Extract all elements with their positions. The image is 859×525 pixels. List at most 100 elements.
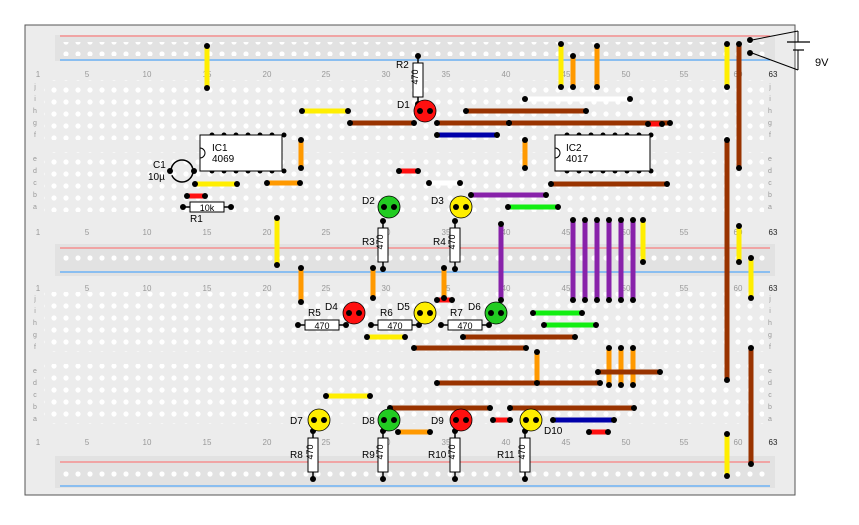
row-letter: e: [768, 156, 772, 163]
wire-endpoint: [347, 120, 353, 126]
wire-endpoint: [534, 349, 540, 355]
resistor-value: 470: [314, 321, 329, 331]
wire-endpoint: [530, 310, 536, 316]
wire-endpoint: [498, 221, 504, 227]
row-letter: h: [768, 320, 772, 327]
column-number: 25: [322, 438, 331, 447]
wire-endpoint: [630, 217, 636, 223]
wire-endpoint: [204, 43, 210, 49]
resistor-value: 470: [387, 321, 402, 331]
wire-endpoint: [631, 405, 637, 411]
column-number: 5: [85, 438, 90, 447]
resistor-label: R9: [362, 450, 375, 461]
wire-endpoint: [748, 295, 754, 301]
wire-endpoint: [606, 345, 612, 351]
wire-endpoint: [748, 345, 754, 351]
wire-endpoint: [402, 334, 408, 340]
wire-endpoint: [522, 137, 528, 143]
led-label: D2: [362, 196, 375, 207]
wire-endpoint: [606, 217, 612, 223]
wire-endpoint: [594, 43, 600, 49]
wire-endpoint: [299, 108, 305, 114]
column-number: 25: [322, 284, 331, 293]
wire-endpoint: [570, 84, 576, 90]
resistor-value: 10k: [200, 203, 215, 213]
row-letter: f: [769, 132, 771, 139]
column-number: 55: [680, 284, 689, 293]
wire-endpoint: [297, 180, 303, 186]
row-letter: c: [33, 392, 37, 399]
row-letter: i: [769, 96, 771, 103]
wire-endpoint: [630, 382, 636, 388]
column-number: 63: [769, 438, 778, 447]
column-number: 20: [263, 228, 272, 237]
resistor-label: R10: [428, 450, 447, 461]
wire-endpoint: [618, 217, 624, 223]
row-letter: f: [34, 132, 36, 139]
wire-endpoint: [184, 193, 190, 199]
led-label: D8: [362, 416, 375, 427]
wire-endpoint: [234, 181, 240, 187]
wire-endpoint: [550, 417, 556, 423]
column-number: 35: [442, 70, 451, 79]
wire-endpoint: [298, 137, 304, 143]
column-number: 50: [622, 284, 631, 293]
c1-ref: C1: [153, 160, 166, 171]
wire-endpoint: [202, 193, 208, 199]
wire-endpoint: [558, 41, 564, 47]
wire-endpoint: [664, 181, 670, 187]
wire-endpoint: [736, 223, 742, 229]
resistor-value: 470: [457, 321, 472, 331]
ic-pin: [281, 168, 287, 174]
wire-endpoint: [298, 299, 304, 305]
wire-endpoint: [659, 121, 665, 127]
column-number: 20: [263, 284, 272, 293]
wire-endpoint: [441, 265, 447, 271]
wire-endpoint: [736, 41, 742, 47]
column-number: 45: [562, 70, 571, 79]
column-number: 63: [769, 228, 778, 237]
column-number: 40: [502, 284, 511, 293]
column-number: 1: [36, 70, 41, 79]
wire-endpoint: [463, 108, 469, 114]
wire-endpoint: [434, 132, 440, 138]
ic2-type: 4017: [566, 154, 589, 165]
wire-endpoint: [494, 132, 500, 138]
wire-endpoint: [597, 380, 603, 386]
wire-endpoint: [345, 108, 351, 114]
row-letter: i: [34, 308, 36, 315]
row-letter: b: [768, 404, 772, 411]
column-number: 15: [203, 284, 212, 293]
wire-endpoint: [583, 108, 589, 114]
wire-endpoint: [558, 84, 564, 90]
wire-endpoint: [274, 262, 280, 268]
capacitor-c1: C1 10µ: [148, 159, 197, 183]
column-number: 25: [322, 70, 331, 79]
wire-endpoint: [522, 96, 528, 102]
wire-endpoint: [460, 334, 466, 340]
wire-endpoint: [570, 53, 576, 59]
row-letter: g: [33, 120, 37, 127]
led-d6: D6: [468, 301, 508, 325]
wire-endpoint: [370, 265, 376, 271]
wire-endpoint: [426, 180, 432, 186]
wire-endpoint: [411, 120, 417, 126]
resistor-label: R7: [450, 308, 463, 319]
column-number: 20: [263, 70, 272, 79]
column-number: 55: [680, 228, 689, 237]
wire-endpoint: [457, 180, 463, 186]
row-letter: h: [33, 108, 37, 115]
wire-endpoint: [595, 369, 601, 375]
battery-label: 9V: [815, 57, 829, 69]
wire-endpoint: [543, 192, 549, 198]
column-number: 15: [203, 438, 212, 447]
column-numbers: 1510152025303540455055606315101520253035…: [36, 70, 778, 447]
c1-value: 10µ: [148, 172, 165, 183]
row-letter: b: [33, 192, 37, 199]
wire-endpoint: [736, 165, 742, 171]
row-letter: h: [768, 108, 772, 115]
ic2: IC2 4017: [554, 134, 651, 172]
